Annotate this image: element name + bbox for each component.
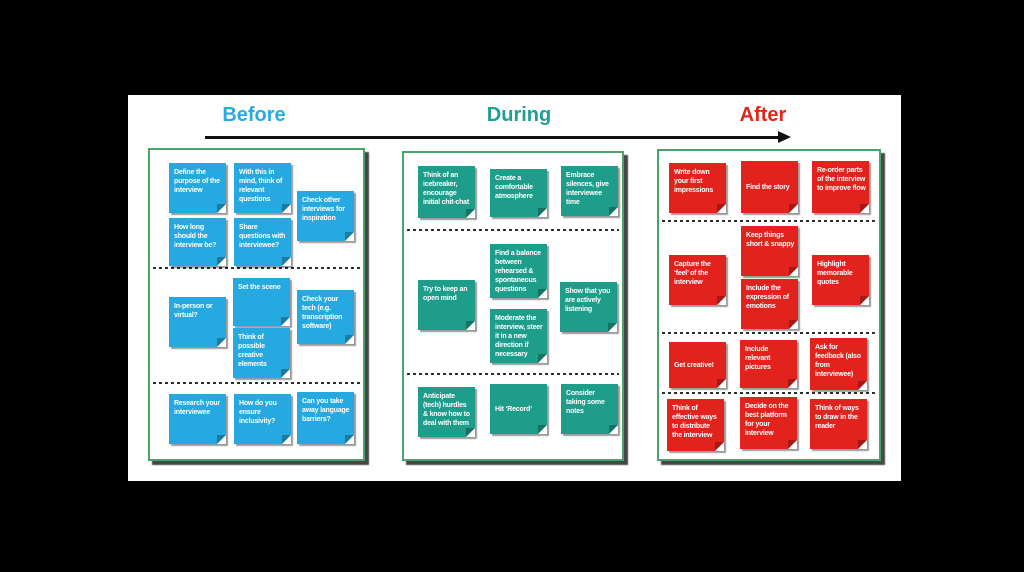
sticky-note-text: Think of an icebreaker, encourage initia… xyxy=(423,172,469,207)
sticky-note: Can you take away language barriers? xyxy=(297,392,354,444)
sticky-note-text: How long should the interview be? xyxy=(174,224,217,250)
sticky-note: With this in mind, think of relevant que… xyxy=(234,163,291,213)
sticky-note-text: With this in mind, think of relevant que… xyxy=(239,169,283,204)
sticky-note: Find the story xyxy=(741,161,798,213)
sticky-note: Think of effective ways to distribute th… xyxy=(667,399,724,451)
header-during: During xyxy=(486,104,552,126)
sticky-note-text: Write down your first impressions xyxy=(674,169,714,195)
sticky-note: Share questions with interviewee? xyxy=(234,218,291,266)
sticky-note-text: Think of possible creative elements xyxy=(238,334,267,369)
slide-canvas: Before During After Define the purpose o… xyxy=(128,95,901,481)
sticky-note-text: Consider taking some notes xyxy=(566,390,605,416)
sticky-note-text: In-person or virtual? xyxy=(174,303,213,320)
sticky-note-text: Check other interviews for inspiration xyxy=(302,197,345,223)
sticky-note-text: Include the expression of emotions xyxy=(746,285,789,311)
timeline-arrow xyxy=(205,131,791,143)
sticky-note-text: Define the purpose of the interview xyxy=(174,169,220,195)
dashed-separator xyxy=(662,332,876,334)
sticky-note: Highlight memorable quotes xyxy=(812,255,869,305)
sticky-note-text: Re-order parts of the interview to impro… xyxy=(817,167,866,193)
sticky-note: Capture the ‘feel’ of the interview xyxy=(669,255,726,305)
sticky-note-text: Think of ways to draw in the reader xyxy=(815,405,859,431)
sticky-note: Think of an icebreaker, encourage initia… xyxy=(418,166,475,218)
sticky-note: Think of possible creative elements xyxy=(233,328,290,378)
sticky-note: Moderate the interview, steer it in a ne… xyxy=(490,309,547,364)
sticky-note: Keep things short & snappy xyxy=(741,226,798,276)
sticky-note: Include the expression of emotions xyxy=(741,279,798,329)
panel-after: Write down your first impressions Find t… xyxy=(657,149,881,461)
sticky-note-text: Embrace silences, give interviewee time xyxy=(566,172,609,207)
sticky-note: Re-order parts of the interview to impro… xyxy=(812,161,869,213)
sticky-note-text: Create a comfortable atmosphere xyxy=(495,175,533,201)
dashed-separator xyxy=(153,267,360,269)
header-after: After xyxy=(739,104,787,126)
sticky-note-text: Try to keep an open mind xyxy=(423,286,468,303)
sticky-note-text: Find a balance between rehearsed & spont… xyxy=(495,250,541,294)
sticky-note-text: Ask for feedback (also from interviewee) xyxy=(815,344,861,379)
sticky-note: Research your interviewee xyxy=(169,394,226,444)
sticky-note-text: Get creative! xyxy=(674,361,714,369)
sticky-note: Decide on the best platform for your int… xyxy=(740,397,797,449)
arrowhead-icon xyxy=(778,131,791,143)
sticky-note-text: Check your tech (e.g. transcription soft… xyxy=(302,296,343,331)
sticky-note-text: Show that you are actively listening xyxy=(565,288,611,314)
dashed-separator xyxy=(407,373,619,375)
sticky-note-text: Share questions with interviewee? xyxy=(239,224,286,250)
sticky-note: Embrace silences, give interviewee time xyxy=(561,166,618,216)
sticky-note-text: Decide on the best platform for your int… xyxy=(745,403,789,438)
sticky-note: Create a comfortable atmosphere xyxy=(490,169,547,217)
sticky-note-text: Find the story xyxy=(746,183,790,191)
sticky-note-text: Anticipate (tech) hurdles & know how to … xyxy=(423,393,470,428)
sticky-note: Try to keep an open mind xyxy=(418,280,475,330)
sticky-note: Check your tech (e.g. transcription soft… xyxy=(297,290,354,344)
dashed-separator xyxy=(407,229,619,231)
sticky-note-text: Highlight memorable quotes xyxy=(817,261,853,287)
sticky-note: How do you ensure inclusivity? xyxy=(234,394,291,444)
dashed-separator xyxy=(153,382,360,384)
sticky-note: How long should the interview be? xyxy=(169,218,226,266)
sticky-note: Check other interviews for inspiration xyxy=(297,191,354,241)
sticky-note-text: Keep things short & snappy xyxy=(746,232,795,249)
sticky-note-text: Capture the ‘feel’ of the interview xyxy=(674,261,711,287)
sticky-note: Define the purpose of the interview xyxy=(169,163,226,213)
panel-before: Define the purpose of the interview With… xyxy=(148,148,365,461)
sticky-note-text: Can you take away language barriers? xyxy=(302,398,350,424)
sticky-note: Consider taking some notes xyxy=(561,384,618,434)
sticky-note: Anticipate (tech) hurdles & know how to … xyxy=(418,387,475,437)
sticky-note: In-person or virtual? xyxy=(169,297,226,347)
sticky-note: Find a balance between rehearsed & spont… xyxy=(490,244,547,299)
sticky-note-text: Set the scene xyxy=(238,284,281,291)
dashed-separator xyxy=(662,392,876,394)
sticky-note: Get creative! xyxy=(669,342,726,388)
sticky-note-text: Research your interviewee xyxy=(174,400,221,417)
sticky-note-text: Think of effective ways to distribute th… xyxy=(672,405,717,440)
sticky-note-text: Moderate the interview, steer it in a ne… xyxy=(495,315,543,359)
sticky-note: Ask for feedback (also from interviewee) xyxy=(810,338,867,390)
sticky-note: Include relevant pictures xyxy=(740,340,797,388)
sticky-note: Write down your first impressions xyxy=(669,163,726,213)
sticky-note-text: Hit ‘Record’ xyxy=(495,405,532,413)
sticky-note: Set the scene xyxy=(233,278,290,326)
header-before: Before xyxy=(222,104,286,126)
sticky-note-text: Include relevant pictures xyxy=(745,346,771,372)
sticky-note: Think of ways to draw in the reader xyxy=(810,399,867,449)
dashed-separator xyxy=(662,220,876,222)
panel-during: Think of an icebreaker, encourage initia… xyxy=(402,151,624,461)
sticky-note: Hit ‘Record’ xyxy=(490,384,547,434)
sticky-note-text: How do you ensure inclusivity? xyxy=(239,400,277,426)
sticky-note: Show that you are actively listening xyxy=(560,282,617,332)
